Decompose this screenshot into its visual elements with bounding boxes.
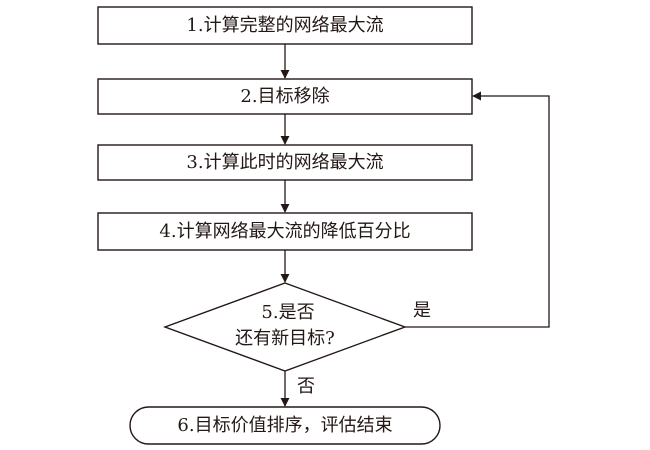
step-2-label: 2.目标移除 <box>240 86 329 107</box>
decision-label-line2: 还有新目标? <box>235 328 335 349</box>
terminal-node: 6.目标价值排序，评估结束 <box>129 406 441 445</box>
no-label: 否 <box>297 376 315 397</box>
terminal-label: 6.目标价值排序，评估结束 <box>177 415 392 436</box>
step-1-box <box>97 6 473 45</box>
step-3-node: 3.计算此时的网络最大流 <box>97 144 473 181</box>
decision-label-line1: 5.是否 <box>261 302 314 323</box>
step-4-node: 4.计算网络最大流的降低百分比 <box>97 212 473 251</box>
arrow-yes-loop-to-step2 <box>405 91 550 328</box>
step-2-node: 2.目标移除 <box>97 78 473 115</box>
step-1-node: 1.计算完整的网络最大流 <box>97 6 473 45</box>
step-2-box <box>97 78 473 115</box>
step-3-label: 3.计算此时的网络最大流 <box>186 152 383 173</box>
terminal-box <box>129 406 441 445</box>
step-1-label: 1.计算完整的网络最大流 <box>186 15 383 36</box>
step-4-label: 4.计算网络最大流的降低百分比 <box>159 221 410 242</box>
decision-node: 5.是否 还有新目标? <box>162 282 408 372</box>
yes-label: 是 <box>413 300 431 321</box>
step-3-box <box>97 144 473 181</box>
decision-diamond <box>162 282 408 372</box>
